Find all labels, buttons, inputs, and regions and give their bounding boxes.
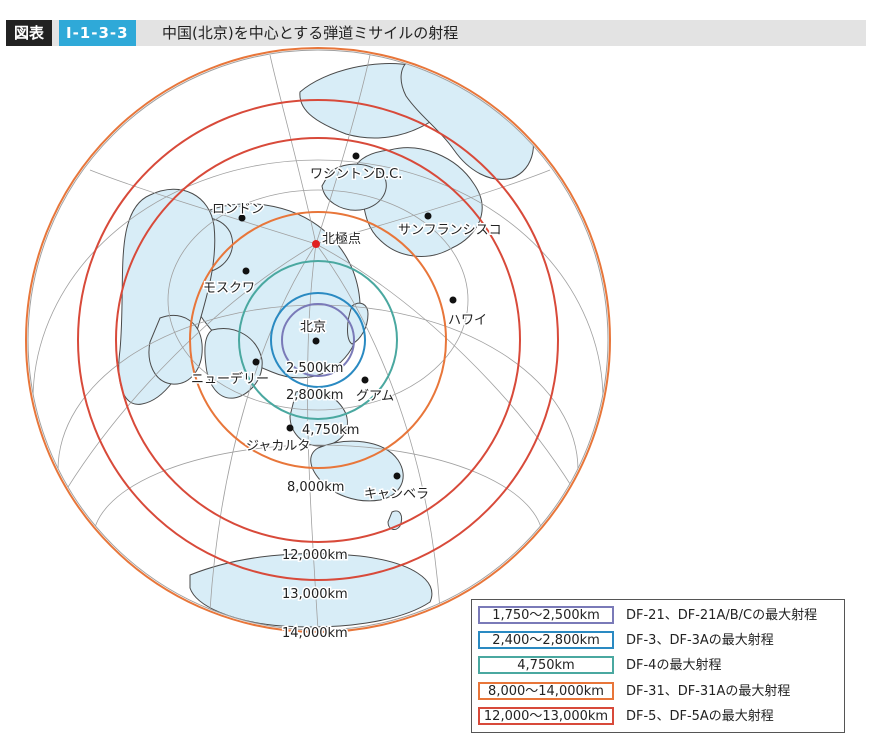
city-label-newdelhi: ニューデリー <box>191 371 269 387</box>
title-bar: 図表 Ⅰ-1-3-3 中国(北京)を中心とする弾道ミサイルの射程 <box>6 20 866 46</box>
figure-badge: 図表 <box>6 20 53 46</box>
legend-range-box: 1,750～2,500km <box>478 606 614 624</box>
meridian-9 <box>315 54 371 245</box>
range-circle-2800km <box>270 292 366 388</box>
city-marker-london <box>238 214 246 222</box>
range-circle-14000km <box>25 47 611 633</box>
city-label-jakarta: ジャカルタ <box>246 439 310 454</box>
north-pole-label: 北極点 <box>322 231 361 247</box>
city-label-beijing: 北京 <box>300 320 326 335</box>
city-marker-beijing <box>312 337 320 345</box>
range-circle-8000km <box>189 211 447 469</box>
city-label-sanfrancisco: サンフランシスコ <box>398 223 502 238</box>
meridian-8 <box>269 54 317 245</box>
range-circle-12000km <box>115 137 521 543</box>
legend-range-box: 4,750km <box>478 656 614 674</box>
city-label-washington: ワシントンD.C. <box>310 167 402 182</box>
meridian-5 <box>315 243 581 501</box>
landmass-africa <box>118 188 216 405</box>
legend-description: DF-5、DF-5Aの最大射程 <box>626 709 774 724</box>
meridian-2 <box>209 243 317 611</box>
meridian-7 <box>315 169 551 245</box>
latitude-line-4 <box>167 189 469 411</box>
range-label-12000km: 12,000km <box>282 548 348 563</box>
city-marker-moscow <box>242 267 250 275</box>
legend-description: DF-21、DF-21A/B/Cの最大射程 <box>626 608 818 623</box>
city-marker-hawaii <box>449 296 457 304</box>
city-label-canberra: キャンベラ <box>364 487 429 502</box>
range-label-8000km: 8,000km <box>287 480 344 495</box>
city-marker-washington <box>352 152 360 160</box>
range-label-4750km: 4,750km <box>302 423 359 438</box>
legend-description: DF-4の最大射程 <box>626 658 722 673</box>
range-label-2500km: 2,500km <box>286 361 343 376</box>
range-circle-4750km <box>238 260 398 420</box>
city-marker-newdelhi <box>252 358 260 366</box>
figure-title: 中国(北京)を中心とする弾道ミサイルの射程 <box>162 24 459 42</box>
figure-number: Ⅰ-1-3-3 <box>59 20 136 46</box>
city-marker-guam <box>361 376 369 384</box>
landmass-india <box>204 328 263 399</box>
legend-description: DF-31、DF-31Aの最大射程 <box>626 684 791 699</box>
city-marker-sanfrancisco <box>424 212 432 220</box>
city-marker-canberra <box>393 472 401 480</box>
legend: 1,750～2,500km DF-21、DF-21A/B/Cの最大射程 2,40… <box>471 599 845 733</box>
range-label-14000km: 14,000km <box>282 626 348 641</box>
globe-outline <box>27 49 609 631</box>
legend-range-box: 2,400～2,800km <box>478 631 614 649</box>
meridian-1 <box>307 243 319 630</box>
city-label-london: ロンドン <box>212 202 264 217</box>
meridian-6 <box>89 169 317 245</box>
city-label-moscow: モスクワ <box>203 281 255 296</box>
north-pole-marker <box>312 240 320 248</box>
landmass-canada-arctic <box>321 163 387 211</box>
legend-description: DF-3、DF-3Aの最大射程 <box>626 633 774 648</box>
range-label-2800km: 2,800km <box>286 388 343 403</box>
range-circle-2500km <box>281 303 355 377</box>
meridian-4 <box>59 243 317 501</box>
range-circle-13000km <box>77 99 559 581</box>
city-marker-jakarta <box>286 424 294 432</box>
city-label-guam: グアム <box>356 389 394 404</box>
range-label-13000km: 13,000km <box>282 587 348 602</box>
legend-range-box: 8,000～14,000km <box>478 682 614 700</box>
city-label-hawaii: ハワイ <box>448 313 487 328</box>
landmass-australia <box>310 440 404 502</box>
legend-range-box: 12,000～13,000km <box>478 707 614 725</box>
